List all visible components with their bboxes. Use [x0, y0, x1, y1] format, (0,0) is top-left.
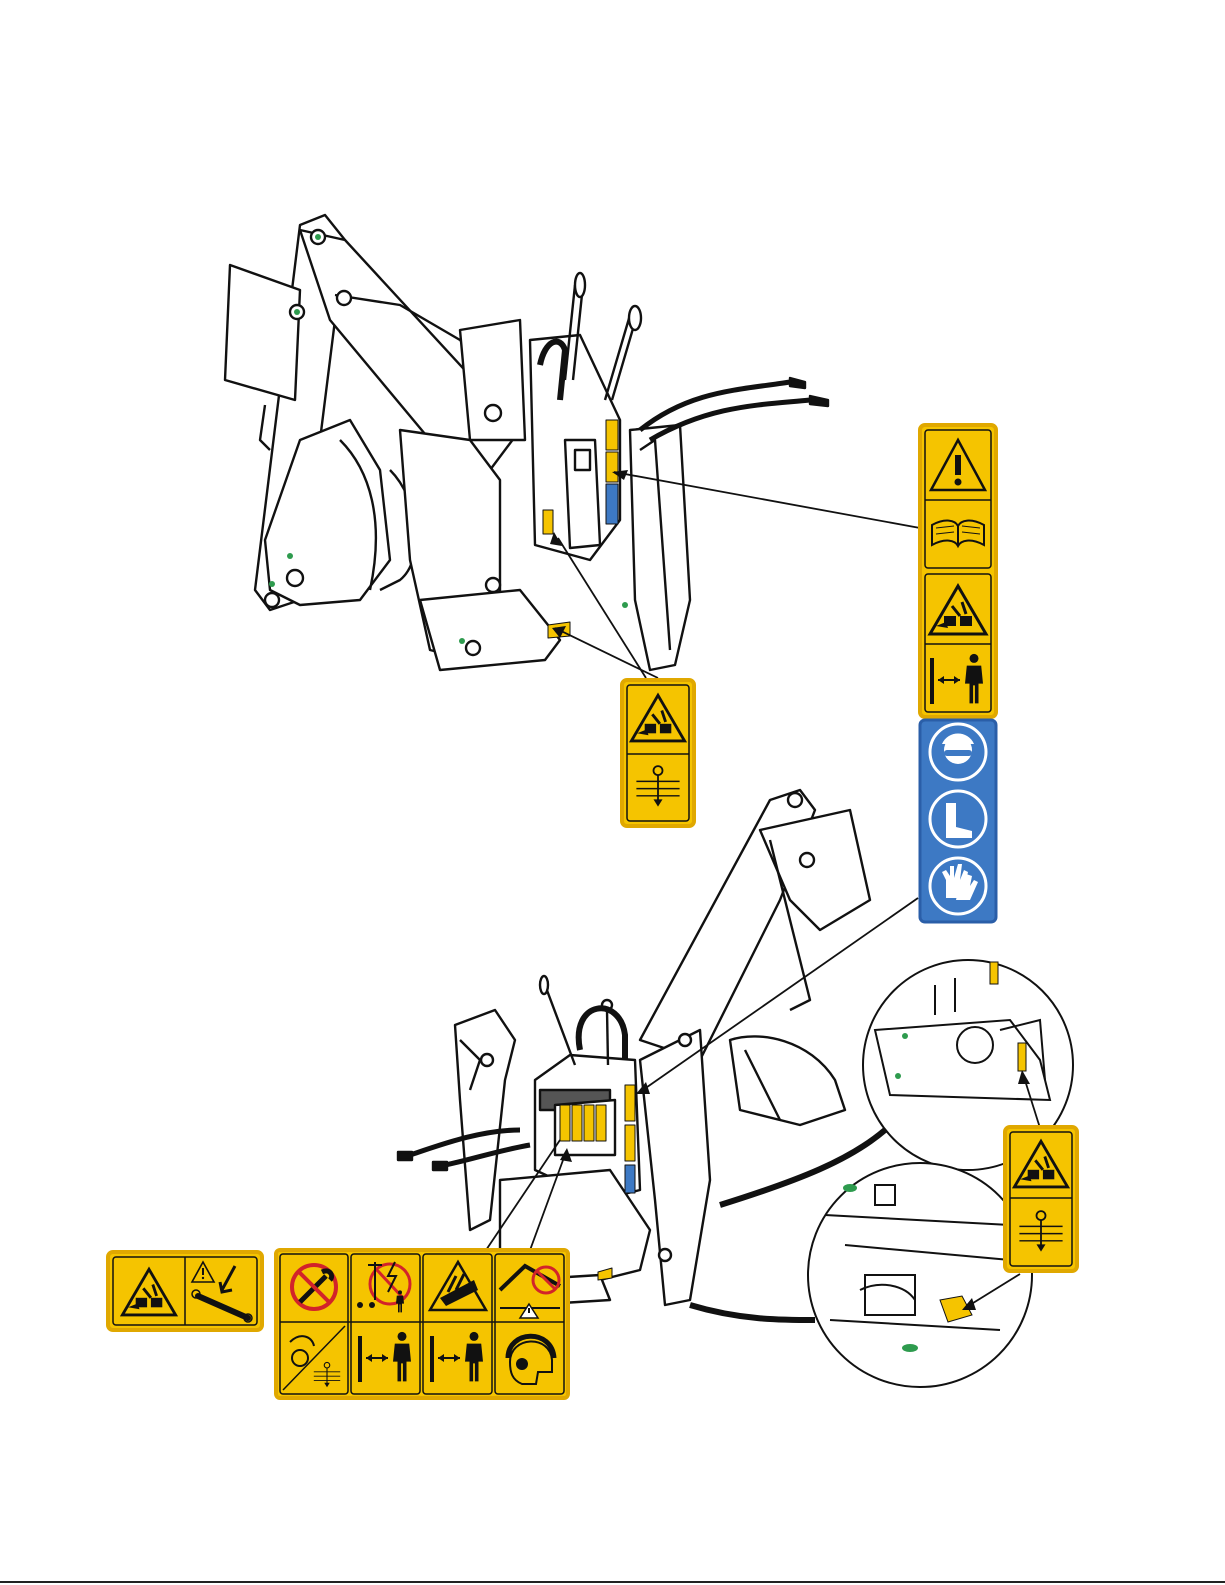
- detail-connector-lower: [690, 1305, 815, 1320]
- decal-multi-hazard: [276, 1250, 568, 1398]
- decal-crush-cylinder: [108, 1252, 262, 1330]
- decal-crush-lock-pin-top: [622, 680, 694, 826]
- decal-crush-read-manual-keep-away: [920, 425, 996, 717]
- backhoe-machine-bottom: [398, 790, 870, 1305]
- page-bottom-rule: [0, 1581, 1225, 1583]
- safety-gloves-icon: [930, 858, 986, 914]
- decal-crush-lock-pin-right: [1005, 1127, 1077, 1271]
- decal-ppe: [920, 720, 996, 922]
- safety-glasses-helmet-icon: [930, 724, 986, 780]
- lower-cylinder-detail: [808, 1163, 1032, 1387]
- safety-boots-icon: [930, 791, 986, 847]
- backhoe-machine-top: [225, 215, 828, 670]
